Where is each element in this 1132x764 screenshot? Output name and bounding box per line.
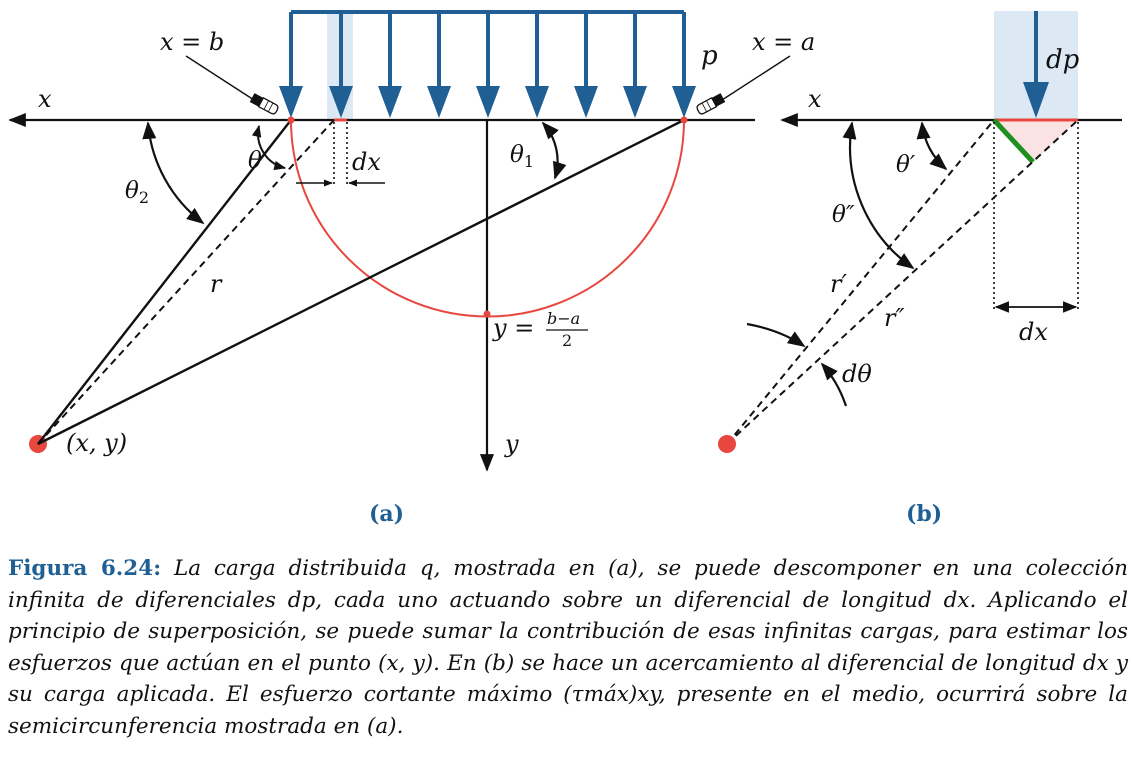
dtheta-arrow-upper [746, 322, 806, 347]
point-xy-b [718, 435, 736, 453]
panel-b: x dp θ′ θ″ r′ r″ dθ dx (b) [718, 11, 1122, 527]
angle-theta-prime-arc [916, 121, 948, 171]
label-dtheta: dθ [842, 360, 872, 388]
label-theta-prime: θ′ [896, 152, 916, 178]
label-x-eq-b: x = b [160, 28, 224, 56]
label-load-p: p [701, 41, 718, 71]
label-y-axis-a: y [504, 430, 519, 458]
angle-theta2-arc [142, 121, 205, 225]
line-r-prime [726, 119, 995, 445]
label-point-xy: (x, y) [66, 429, 127, 457]
label-theta-double-prime: θ″ [832, 202, 855, 228]
label-theta2: θ2 [125, 178, 149, 207]
leader-x-b [185, 55, 255, 101]
dp-arrow-head [1023, 82, 1049, 118]
label-x-eq-a: x = a [752, 28, 815, 56]
line-to-b [37, 119, 292, 445]
angle-theta1-arc [541, 121, 567, 180]
figure-diagram: x y x = b x = a p θ θ1 θ2 dx r (x, y) y … [8, 10, 1122, 527]
label-frac-num: b−a [547, 309, 580, 328]
label-r-double-prime: r″ [884, 304, 904, 332]
label-y-eq: y = [492, 314, 534, 342]
line-r [37, 119, 335, 445]
pointing-hand-icon-a [696, 93, 726, 115]
label-frac-den: 2 [562, 331, 572, 350]
pointing-hand-icon-b [249, 93, 279, 115]
label-x-axis-b: x [808, 85, 822, 113]
label-dx-b: dx [1019, 318, 1048, 346]
dot-bottom [483, 310, 491, 318]
leader-x-a [721, 55, 791, 101]
caption-label: Figura 6.24: [8, 556, 162, 581]
label-theta1: θ1 [510, 142, 534, 171]
label-dx-a: dx [352, 148, 381, 176]
distributed-load-arrows [279, 12, 696, 118]
figure-caption: Figura 6.24: La carga distribuida q, mos… [8, 553, 1128, 742]
green-segment [992, 118, 1035, 164]
label-r: r [210, 270, 223, 298]
angle-theta-double-prime-arc [842, 121, 915, 270]
label-theta: θ [248, 148, 262, 174]
dot-b [287, 116, 295, 124]
angle-theta-arc [251, 124, 287, 171]
sublabel-a: (a) [369, 501, 404, 527]
caption-text: La carga distribuida q, mostrada en (a),… [8, 556, 1129, 739]
label-dp: dp [1046, 45, 1080, 75]
dtheta-arrow-lower [820, 362, 848, 407]
sublabel-b: (b) [906, 501, 942, 527]
dot-a [680, 116, 688, 124]
line-to-a [37, 118, 685, 446]
label-r-prime: r′ [830, 270, 847, 298]
label-x-axis-a: x [38, 85, 52, 113]
panel-a: x y x = b x = a p θ θ1 θ2 dx r (x, y) y … [8, 10, 815, 527]
strip-wedge [994, 120, 1078, 162]
line-r-double-prime [726, 119, 1079, 445]
